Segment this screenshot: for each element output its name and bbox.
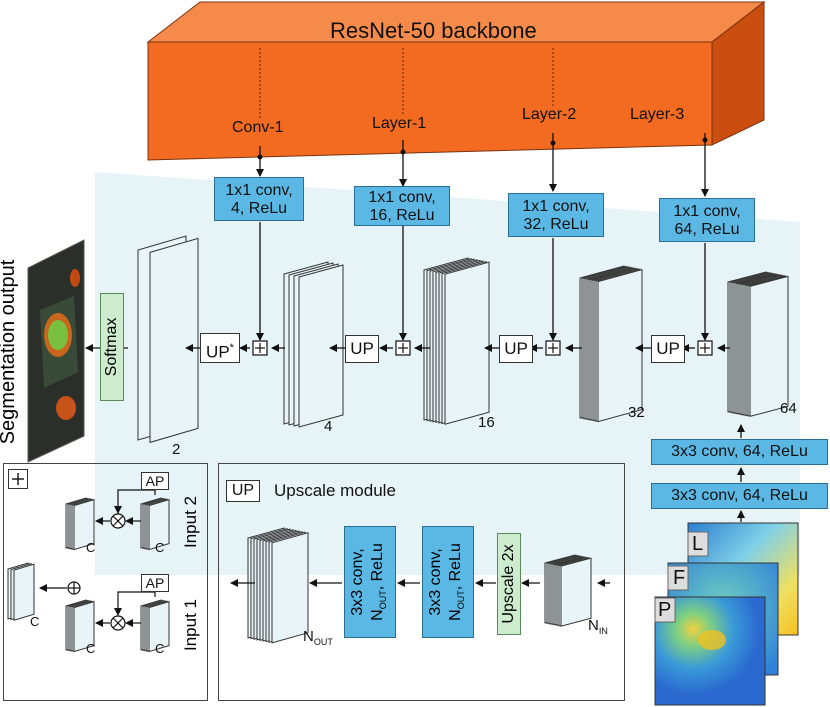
upscale-2x-label: Upscale 2x xyxy=(500,544,517,624)
backbone-taps xyxy=(259,48,554,120)
upscale-n-in: NIN xyxy=(588,617,608,636)
lateral-connectors xyxy=(256,222,709,341)
upscale-2x-box xyxy=(497,533,521,635)
add-module-input-1: Input 1 xyxy=(181,599,200,651)
lateral-conv-4-line1: 1x1 conv, xyxy=(673,203,741,220)
lateral-conv-2-line1: 1x1 conv, xyxy=(368,189,436,206)
upscale-n-out-n: N xyxy=(303,628,314,645)
upscale-module-title: Upscale module xyxy=(274,481,396,500)
upscale-n-in-sub: IN xyxy=(598,626,608,636)
input-images xyxy=(654,522,799,706)
feature-map-4 xyxy=(298,264,344,428)
lateral-conv-3-line1: 1x1 conv, xyxy=(522,198,590,215)
stage-channels-2: 2 xyxy=(172,441,181,458)
input-conv-2: 3x3 conv, 64, ReLu xyxy=(651,439,828,465)
add-module-c-1: C xyxy=(86,540,96,555)
lateral-conv-4-line2: 64, ReLu xyxy=(674,221,740,238)
stage-channels-16: 16 xyxy=(478,414,495,431)
add-module-ap-2: AP xyxy=(141,472,169,490)
feature-map-64 xyxy=(749,275,789,418)
upscale-conv-1-sub: OUT xyxy=(378,590,389,610)
add-module-ap-1: AP xyxy=(141,574,169,592)
upscale-module-panel xyxy=(218,463,625,701)
add-module-c-4: C xyxy=(86,641,96,656)
add-module-diagram xyxy=(39,489,156,631)
feature-map-16 xyxy=(444,261,490,425)
upscale-conv-1-text: 3x3 conv, NOUT, ReLu xyxy=(348,527,392,637)
upscale-conv-1-line2: NOUT, ReLu xyxy=(368,527,393,637)
feature-map-32 xyxy=(597,268,643,423)
lateral-conv-1-line1: 1x1 conv, xyxy=(225,182,293,199)
add-module-panel xyxy=(3,463,208,701)
backbone-title: ResNet-50 backbone xyxy=(330,18,537,43)
input-conv-1: 3x3 conv, 64, ReLu xyxy=(651,483,828,509)
upscale-stack-in xyxy=(560,557,592,627)
upscale-conv-1-relu: , ReLu xyxy=(369,543,386,591)
lateral-conv-2-line2: 16, ReLu xyxy=(369,207,435,224)
upscale-stack-out xyxy=(271,532,309,644)
add-module-stack xyxy=(73,600,95,653)
softmax-box xyxy=(100,293,124,401)
add-module-stack xyxy=(13,563,35,621)
lateral-conv-4: 1x1 conv, 64, ReLu xyxy=(659,198,755,242)
segmentation-output-image xyxy=(27,239,85,463)
upscale-n-out-sub: OUT xyxy=(313,637,333,647)
softmax-label: Softmax xyxy=(103,317,120,377)
add-module-c-2: C xyxy=(155,540,165,555)
lateral-conv-1: 1x1 conv, 4, ReLu xyxy=(214,177,304,221)
tap-label-conv1: Conv-1 xyxy=(232,119,284,136)
up-box-1: UP* xyxy=(200,333,240,363)
add-module-c-3: C xyxy=(30,614,40,629)
up-box-4: UP xyxy=(651,335,685,363)
upscale-conv-2-line2: NOUT, ReLu xyxy=(446,527,471,637)
upscale-n-in-n: N xyxy=(588,617,599,634)
add-module-stack xyxy=(73,498,95,551)
tap-label-layer3: Layer-3 xyxy=(630,106,685,123)
stage-channels-32: 32 xyxy=(628,404,645,421)
upscale-conv-2-text: 3x3 conv, NOUT, ReLu xyxy=(426,527,470,637)
input-label-p: P xyxy=(658,599,672,621)
upscale-conv-2 xyxy=(422,526,474,638)
boxed-plus-icon xyxy=(12,473,24,485)
input-label-f: F xyxy=(673,567,686,589)
tap-label-layer1: Layer-1 xyxy=(372,115,427,132)
upscale-conv-1-n: N xyxy=(369,609,386,621)
input-label-l: L xyxy=(692,533,704,555)
upscale-conv-1 xyxy=(344,526,396,638)
upscale-conv-2-sub: OUT xyxy=(456,590,467,610)
up-box-2: UP xyxy=(345,335,379,363)
stage-channels-64: 64 xyxy=(780,400,797,417)
stage-channels-4: 4 xyxy=(324,418,333,435)
up-box-3: UP xyxy=(499,335,533,363)
upscale-conv-2-line1: 3x3 conv, xyxy=(427,548,444,616)
tap-label-layer2: Layer-2 xyxy=(522,106,577,123)
add-module-c-5: C xyxy=(155,641,165,656)
backbone-box xyxy=(146,0,766,161)
upscale-n-out: NOUT xyxy=(303,628,333,647)
add-module-stack xyxy=(148,600,170,653)
upscale-module-up-box: UP xyxy=(226,480,260,502)
lateral-conv-3: 1x1 conv, 32, ReLu xyxy=(508,193,604,237)
upscale-conv-2-relu: , ReLu xyxy=(447,543,464,591)
up-box-1-label: UP xyxy=(206,342,230,362)
add-module-symbol xyxy=(8,469,28,489)
upscale-conv-1-line1: 3x3 conv, xyxy=(349,548,366,616)
up-box-1-star: * xyxy=(229,342,234,354)
add-module-stack xyxy=(148,498,170,551)
add-module-input-2: Input 2 xyxy=(181,496,200,548)
lateral-conv-2: 1x1 conv, 16, ReLu xyxy=(354,186,450,226)
segmentation-output-label: Segmentation output xyxy=(0,259,19,445)
upscale-conv-2-n: N xyxy=(447,609,464,621)
lateral-conv-1-line2: 4, ReLu xyxy=(230,200,288,217)
feature-map-2 xyxy=(149,237,199,444)
add-symbols xyxy=(252,340,713,356)
lateral-conv-3-line2: 32, ReLu xyxy=(523,216,589,233)
